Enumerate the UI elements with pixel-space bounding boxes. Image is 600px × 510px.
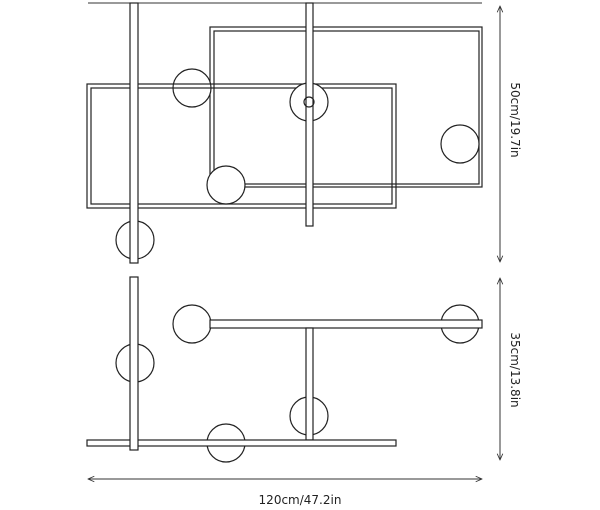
globe-shade (206, 165, 246, 205)
mount-point-icon (303, 96, 315, 108)
globe-shade (440, 124, 480, 164)
top-view (86, 2, 483, 264)
globe-shade (172, 304, 212, 344)
horizontal-rod (86, 439, 397, 447)
vertical-rod (305, 2, 314, 227)
side-view (86, 276, 483, 463)
front-frame (86, 83, 397, 209)
side-height-label: 35cm/13.8in (508, 332, 522, 407)
vertical-rod (129, 276, 139, 451)
back-frame (209, 26, 483, 188)
top-height-label: 50cm/19.7in (508, 82, 522, 157)
vertical-rod (129, 2, 139, 264)
width-label: 120cm/47.2in (259, 493, 342, 507)
horizontal-rod (209, 319, 483, 329)
vertical-rod (305, 327, 314, 441)
